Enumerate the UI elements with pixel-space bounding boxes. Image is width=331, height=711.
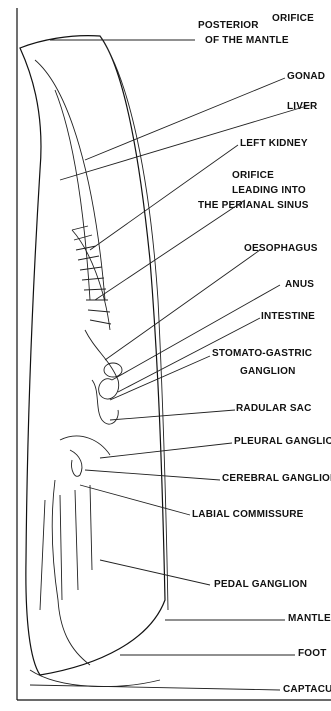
label-stomato-gastric: STOMATO-GASTRIC [212, 348, 312, 359]
label-orifice: ORIFICE [272, 13, 314, 24]
label-of-the-mantle: OF THE MANTLE [205, 35, 289, 46]
label-perianal-sinus: THE PERIANAL SINUS [198, 200, 309, 211]
label-cerebral-ganglion: CEREBRAL GANGLION [222, 473, 331, 484]
label-pleural-ganglion: PLEURAL GANGLION [234, 436, 331, 447]
label-radular-sac: RADULAR SAC [236, 403, 312, 414]
label-foot: FOOT [298, 648, 327, 659]
label-stomato-ganglion: GANGLION [240, 366, 296, 377]
cerebral-ganglion-shape [70, 450, 82, 476]
label-intestine: INTESTINE [261, 311, 315, 322]
label-mantle: MANTLE [288, 613, 331, 624]
gonad-inner [55, 90, 90, 300]
label-orifice-2: ORIFICE [232, 170, 274, 181]
captacula-filaments [40, 485, 92, 610]
foot-tip [30, 670, 160, 687]
label-liver: LIVER [287, 101, 317, 112]
label-posterior: POSTERIOR [198, 20, 259, 31]
label-labial-commissure: LABIAL COMMISSURE [192, 509, 304, 520]
label-oesophagus: OESOPHAGUS [244, 243, 318, 254]
label-left-kidney: LEFT KIDNEY [240, 138, 308, 149]
label-gonad: GONAD [287, 71, 325, 82]
intestine-loop [85, 330, 119, 399]
foot-outline [52, 480, 90, 665]
gonad-outline [35, 60, 105, 300]
radular-sac-shape [92, 380, 118, 424]
label-pedal-ganglion: PEDAL GANGLION [214, 579, 307, 590]
label-anus: ANUS [285, 279, 314, 290]
label-leading-into: LEADING INTO [232, 185, 306, 196]
pleural-connective [60, 436, 110, 455]
label-captacula: CAPTACULA [283, 684, 331, 695]
liver-lobes [72, 226, 111, 330]
